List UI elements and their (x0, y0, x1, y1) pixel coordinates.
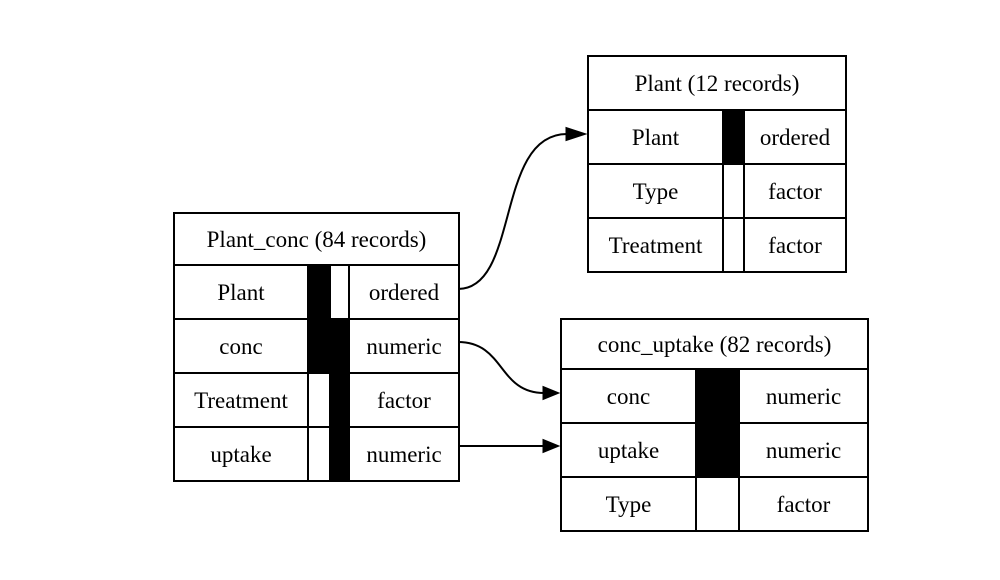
table-row: Treatment factor (587, 217, 847, 273)
key-indicator-cell (722, 217, 745, 273)
key-indicator-cell (695, 422, 740, 478)
column-type: numeric (348, 318, 460, 374)
arrowhead-icon (542, 438, 561, 454)
key-indicator-cell (329, 318, 350, 374)
column-type: factor (348, 372, 460, 428)
column-name: uptake (173, 426, 309, 482)
column-type: numeric (738, 422, 869, 478)
column-name: uptake (560, 422, 697, 478)
key-indicator-cell (307, 264, 331, 320)
column-type: numeric (348, 426, 460, 482)
key-indicator-cell (695, 368, 740, 424)
key-indicator-cell (307, 318, 331, 374)
table-title: Plant_conc (84 records) (173, 212, 460, 266)
column-name: conc (173, 318, 309, 374)
key-indicator-cell (722, 109, 745, 165)
arrowhead-icon (565, 126, 588, 142)
column-type: factor (743, 163, 847, 219)
table-row: uptake numeric (173, 426, 460, 482)
column-type: factor (743, 217, 847, 273)
column-name: Treatment (173, 372, 309, 428)
arrow-plant-to-plant (457, 126, 588, 290)
column-type: ordered (743, 109, 847, 165)
table-conc-uptake: conc_uptake (82 records) conc numeric up… (560, 318, 869, 532)
table-title: Plant (12 records) (587, 55, 847, 111)
table-title: conc_uptake (82 records) (560, 318, 869, 370)
table-row: conc numeric (560, 368, 869, 424)
column-name: Type (587, 163, 724, 219)
arrow-uptake-to-conc-uptake (458, 438, 561, 454)
table-row: Type factor (560, 476, 869, 532)
table-row: conc numeric (173, 318, 460, 374)
table-row: Treatment factor (173, 372, 460, 428)
arrowhead-icon (542, 385, 561, 401)
column-name: conc (560, 368, 697, 424)
column-type: ordered (348, 264, 460, 320)
column-name: Plant (587, 109, 724, 165)
table-row: uptake numeric (560, 422, 869, 478)
column-type: factor (738, 476, 869, 532)
key-indicator-cell (307, 426, 331, 482)
key-indicator-cell (329, 264, 350, 320)
key-indicator-cell (329, 372, 350, 428)
column-type: numeric (738, 368, 869, 424)
table-row: Plant ordered (173, 264, 460, 320)
key-indicator-cell (695, 476, 740, 532)
column-name: Plant (173, 264, 309, 320)
arrow-conc-to-conc-uptake (457, 341, 561, 401)
table-row: Plant ordered (587, 109, 847, 165)
key-indicator-cell (329, 426, 350, 482)
table-plant-conc: Plant_conc (84 records) Plant ordered co… (173, 212, 460, 482)
key-indicator-cell (307, 372, 331, 428)
column-name: Treatment (587, 217, 724, 273)
key-indicator-cell (722, 163, 745, 219)
table-row: Type factor (587, 163, 847, 219)
table-plant: Plant (12 records) Plant ordered Type fa… (587, 55, 847, 273)
column-name: Type (560, 476, 697, 532)
